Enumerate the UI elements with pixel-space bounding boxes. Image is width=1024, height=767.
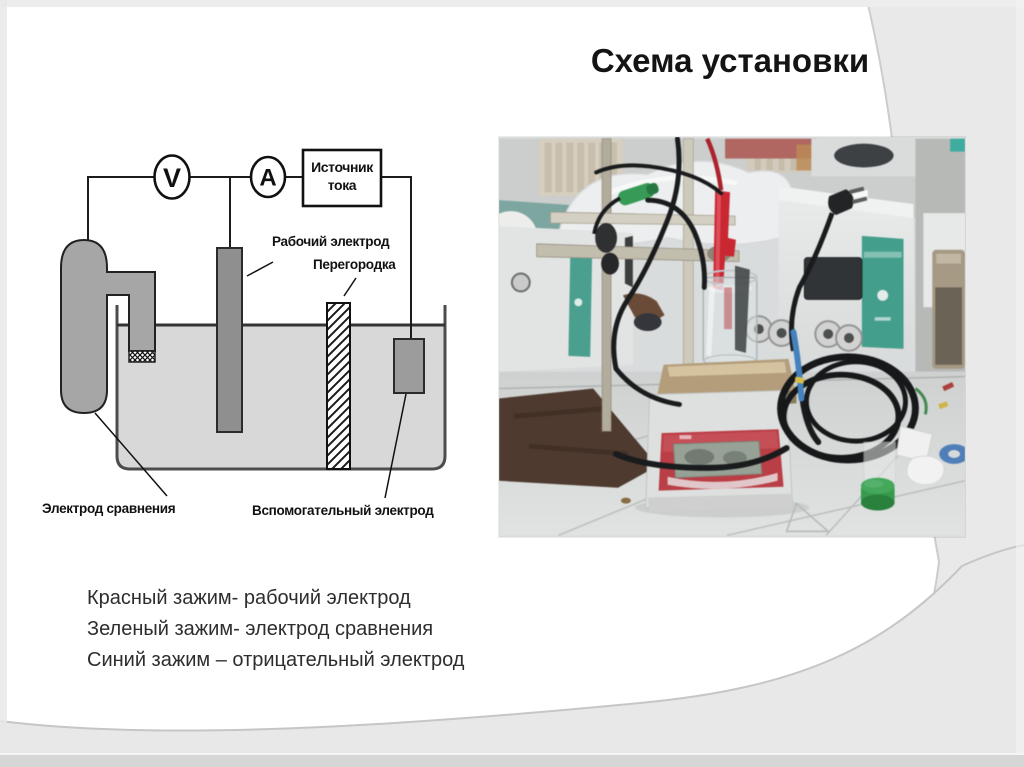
current-source-label-line2: тока	[328, 177, 357, 193]
red-clamp	[705, 137, 736, 291]
instrument-connectors	[744, 315, 863, 352]
reference-electrode-label: Электрод сравнения	[42, 501, 175, 516]
bottle-with-green-cap	[860, 441, 897, 511]
crumpled-paper	[896, 425, 945, 486]
installation-photo	[498, 136, 966, 538]
stand-bar-lower	[536, 243, 740, 263]
legend-line-red: Красный зажим- рабочий электрод	[87, 587, 411, 609]
beaker	[702, 265, 758, 368]
circuit-wires	[87, 176, 412, 339]
right-edge-strip	[1016, 0, 1024, 767]
green-clamp-cable	[592, 196, 621, 235]
cables	[594, 137, 822, 471]
scale	[645, 390, 794, 512]
power-supply-instrument	[744, 186, 914, 352]
bottom-edge-strip	[0, 755, 1024, 767]
legend-line-green: Зеленый зажим- электрод сравнения	[87, 618, 434, 640]
yellow-connector	[938, 401, 949, 410]
reference-electrode-frit	[128, 350, 156, 363]
auxiliary-electrode	[393, 338, 425, 394]
partition-label: Перегородка	[313, 257, 396, 272]
voltmeter: V	[153, 154, 191, 200]
legend-line-blue: Синий зажим – отрицательный электрод	[87, 649, 465, 671]
tank-walls	[115, 305, 447, 471]
voltmeter-label: V	[163, 163, 181, 193]
bottom-swoosh-line	[0, 544, 1024, 732]
canister	[932, 249, 965, 369]
slide-title: Схема установки	[590, 42, 870, 79]
electrode-in-beaker	[734, 265, 750, 353]
electrolysis-tank	[115, 305, 447, 471]
red-connector	[942, 381, 955, 392]
bottom-highlight-line	[0, 753, 1024, 755]
retort-clamp	[622, 293, 665, 321]
mat-texture	[513, 405, 629, 457]
current-source-label-line1: Источник	[311, 159, 374, 175]
working-electrode	[216, 247, 243, 433]
blue-tape-roll	[939, 444, 965, 464]
electrolyte-liquid	[118, 325, 444, 468]
stand-clamp	[595, 222, 617, 253]
instrument-top-button	[846, 190, 868, 198]
bottom-swoosh-region	[0, 545, 1024, 767]
speck	[620, 497, 631, 504]
clamp-legend: Красный зажим- рабочий электрод Зеленый …	[87, 583, 464, 676]
cable-coil	[777, 353, 919, 464]
top-edge-strip	[0, 0, 1024, 7]
ammeter-label: A	[259, 165, 276, 192]
red-wall-strip	[725, 138, 817, 159]
working-electrode-label: Рабочий электрод	[272, 234, 390, 249]
background-device	[811, 138, 965, 177]
blue-cable	[790, 329, 805, 402]
installation-schematic: V A Источник тока	[42, 148, 447, 518]
current-source-box: Источник тока	[301, 148, 383, 208]
ammeter: A	[249, 155, 287, 199]
green-wire	[914, 387, 928, 415]
left-instrument	[499, 225, 633, 372]
pointer-lines	[94, 261, 407, 499]
left-edge-strip	[0, 0, 7, 767]
partition	[326, 302, 351, 470]
triangle-ruler	[785, 502, 831, 533]
yellow-tape	[794, 376, 805, 384]
green-clamp	[617, 182, 659, 206]
reference-electrode	[60, 238, 156, 415]
auxiliary-electrode-label: Вспомогательный электрод	[252, 503, 434, 518]
stand-rod	[601, 138, 612, 432]
